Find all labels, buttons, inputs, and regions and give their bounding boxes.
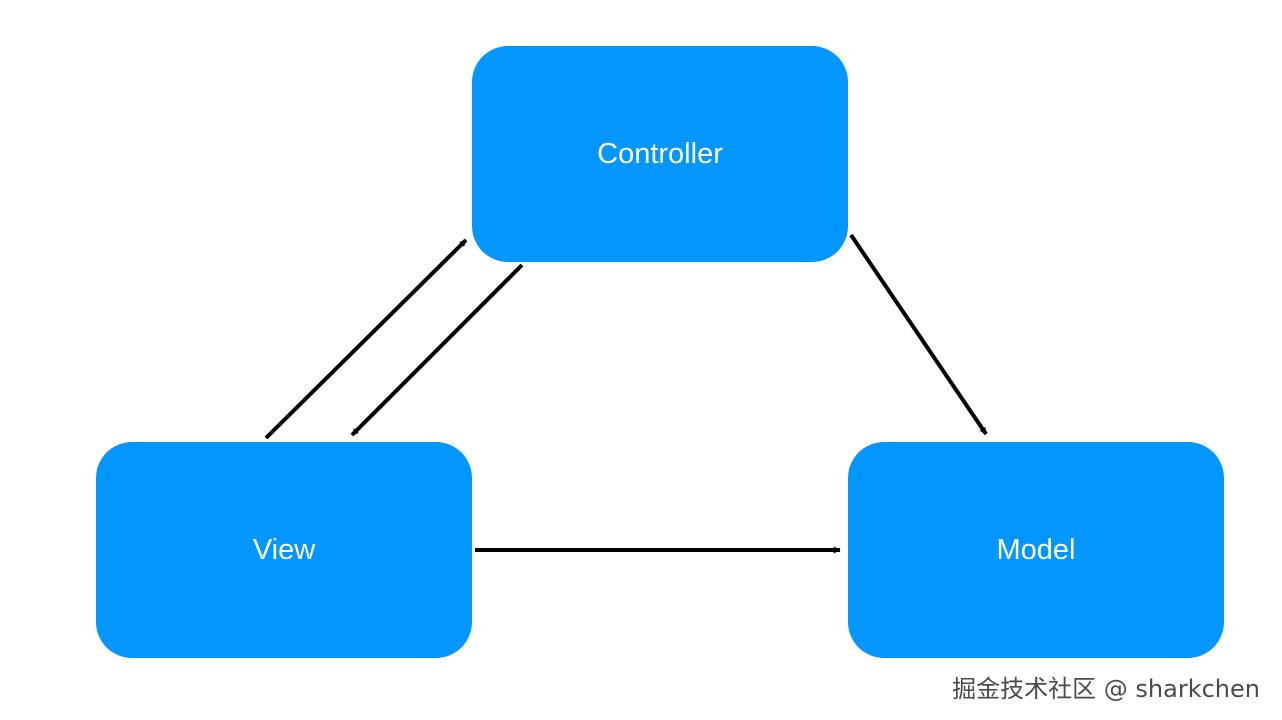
model-label: Model [996, 533, 1076, 566]
arrow-view-to-controller [264, 238, 468, 440]
watermark: 掘金技术社区 @ sharkchen [952, 675, 1260, 703]
arrow-controller-to-view [350, 263, 524, 437]
arrow-controller-to-model [849, 233, 988, 436]
model-node: Model [848, 442, 1224, 658]
controller-label: Controller [597, 137, 723, 170]
view-node: View [96, 442, 472, 658]
view-label: View [252, 533, 316, 566]
controller-node: Controller [472, 46, 848, 262]
